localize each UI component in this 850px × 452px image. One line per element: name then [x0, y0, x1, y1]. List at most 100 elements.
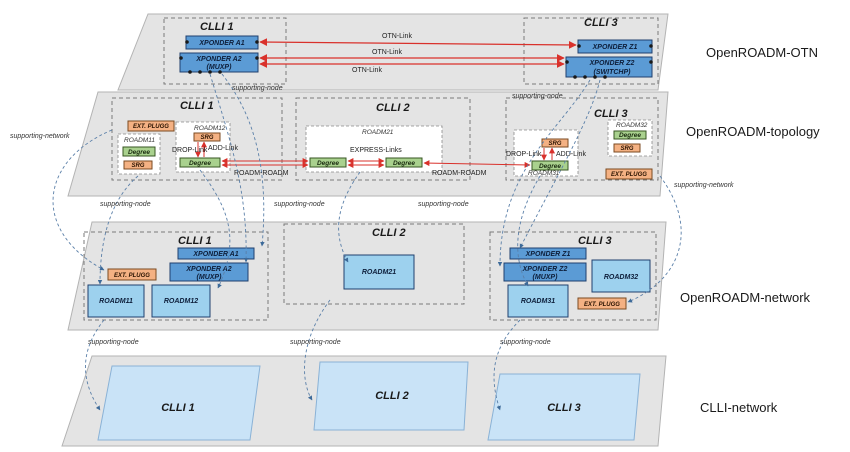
topology-ext-plugg-1[interactable]: [127, 120, 175, 132]
network-xponder-a1-label: XPONDER A1: [192, 251, 238, 258]
topology-roadm31-degree[interactable]: [531, 160, 569, 171]
support-arrow-xz1: [519, 79, 601, 249]
otn-ports: [179, 40, 653, 79]
network-roadm21-label: ROADM21: [362, 269, 396, 276]
network-clli3-title: CLLI 3: [578, 235, 612, 247]
topology-drop-link-3-label: DROP-Link: [506, 151, 542, 158]
clli-node-2[interactable]: [313, 361, 469, 431]
topology-roadm12-label: ROADM12: [194, 125, 226, 132]
layer-name-otn: OpenROADM-OTN: [706, 45, 818, 60]
topology-ext-plugg-3[interactable]: [605, 168, 653, 180]
topology-roadm21-degree-a[interactable]: [309, 157, 347, 168]
label-supporting-node-6: supporting-node: [88, 339, 139, 346]
topology-roadm21-degree-b[interactable]: [385, 157, 423, 168]
topology-clli2-group: [295, 97, 471, 181]
otn-xponder-z2[interactable]: [565, 56, 653, 78]
otn-xponder-z2-sub: (SWITCHP): [594, 69, 632, 76]
network-xponder-z1[interactable]: [509, 247, 587, 260]
topology-roadm31-degree-label: Degree: [539, 163, 561, 170]
network-ext-plugg-1[interactable]: [107, 268, 157, 281]
topology-roadm-link-2[interactable]: [423, 160, 531, 168]
network-clli3-group: [489, 231, 657, 321]
clli-node-2-label: CLLI 2: [375, 390, 409, 402]
topology-roadm-link-2-label: ROADM-ROADM: [432, 170, 487, 177]
otn-xponder-z2-label: XPONDER Z2: [589, 60, 635, 67]
clli-node-1[interactable]: [97, 365, 261, 441]
support-arrow-roadm12: [199, 169, 231, 289]
network-xponder-a2[interactable]: [169, 262, 249, 282]
topology-roadm21-degree-a-label: Degree: [317, 160, 339, 167]
topology-roadm31-label: ROADM31: [528, 170, 560, 177]
topology-roadm31-srg[interactable]: [541, 138, 569, 148]
topology-clli3-title: CLLI 3: [594, 108, 628, 120]
otn-xponder-a1-label: XPONDER A1: [198, 40, 244, 47]
support-arrow-clli2: [304, 299, 331, 401]
otn-link-2-label: OTN-Link: [372, 49, 402, 56]
topology-roadm32-srg[interactable]: [613, 143, 641, 153]
otn-link-3-label: OTN-Link: [352, 67, 382, 74]
network-ext-plugg-3[interactable]: [577, 297, 627, 310]
network-xponder-z2-label: XPONDER Z2: [522, 266, 568, 273]
topology-add-link-3-label: ADD-Link: [556, 151, 586, 158]
support-arrow-xa2: [209, 73, 249, 263]
network-roadm32-label: ROADM32: [604, 274, 638, 281]
otn-clli1-group: [163, 17, 287, 85]
network-roadm12[interactable]: [151, 284, 211, 318]
topology-express-links-label: EXPRESS-Links: [350, 147, 402, 154]
label-supporting-network-2: supporting-network: [674, 182, 734, 189]
topology-roadm32-srg-label: SRG: [620, 146, 633, 152]
otn-clli1-title: CLLI 1: [200, 21, 234, 33]
topology-clli1-group: [111, 97, 283, 181]
label-supporting-node-4: supporting-node: [274, 201, 325, 208]
network-roadm32[interactable]: [591, 259, 651, 293]
topology-roadm32-label: ROADM32: [616, 122, 648, 129]
topology-roadm32-degree-label: Degree: [619, 132, 641, 139]
label-supporting-node-7: supporting-node: [290, 339, 341, 346]
network-xponder-a2-sub: (MUXP): [197, 274, 223, 281]
topology-add-link-1-label: ADD-Link: [208, 145, 238, 152]
topology-roadm12-degree[interactable]: [179, 157, 221, 168]
label-supporting-node-2: supporting-node: [512, 93, 563, 100]
otn-link-1[interactable]: [259, 38, 577, 49]
clli-node-1-label: CLLI 1: [161, 402, 195, 414]
topology-roadm21-degree-b-label: Degree: [393, 160, 415, 167]
network-xponder-a2-label: XPONDER A2: [185, 266, 231, 273]
network-roadm31[interactable]: [507, 284, 569, 318]
support-arrow-roadm21: [338, 171, 361, 263]
clli-node-3-label: CLLI 3: [547, 402, 581, 414]
support-arrow-xz2: [497, 79, 591, 267]
label-supporting-node-8: supporting-node: [500, 339, 551, 346]
topology-roadm12-srg[interactable]: [193, 132, 221, 142]
topology-roadm21-label: ROADM21: [362, 129, 394, 136]
network-xponder-z2-sub: (MUXP): [533, 274, 559, 281]
layer-name-network: OpenROADM-network: [680, 290, 811, 305]
topology-roadm11-degree[interactable]: [122, 146, 156, 157]
otn-xponder-a2-label: XPONDER A2: [195, 56, 241, 63]
topology-roadm12-degree-label: Degree: [189, 160, 211, 167]
otn-xponder-a2-sub: (MUXP): [207, 64, 233, 71]
network-xponder-z1-label: XPONDER Z1: [525, 251, 571, 258]
network-clli1-title: CLLI 1: [178, 235, 212, 247]
network-roadm31-label: ROADM31: [521, 298, 555, 305]
network-xponder-a1[interactable]: [177, 247, 255, 260]
network-roadm12-label: ROADM12: [164, 298, 198, 305]
topology-drop-link-1-label: DROP-Link: [172, 147, 208, 154]
network-roadm11-label: ROADM11: [99, 298, 133, 305]
layer-name-topology: OpenROADM-topology: [686, 124, 820, 139]
clli-node-3[interactable]: [487, 373, 641, 441]
topology-roadm11-srg[interactable]: [123, 160, 153, 170]
topology-roadm32-degree[interactable]: [613, 130, 647, 140]
network-xponder-z2[interactable]: [503, 262, 587, 282]
topology-clli2-title: CLLI 2: [376, 102, 410, 114]
layer-name-clli: CLLI-network: [700, 400, 778, 415]
topology-roadm12-srg-label: SRG: [200, 135, 213, 141]
support-arrow-clli1: [85, 319, 105, 411]
topology-roadm11-label: ROADM11: [124, 137, 155, 144]
otn-clli3-title: CLLI 3: [584, 17, 618, 29]
network-roadm21[interactable]: [343, 254, 415, 290]
label-supporting-node-3: supporting-node: [100, 201, 151, 208]
label-supporting-node-1: supporting-node: [232, 85, 283, 92]
network-roadm11[interactable]: [87, 284, 145, 318]
